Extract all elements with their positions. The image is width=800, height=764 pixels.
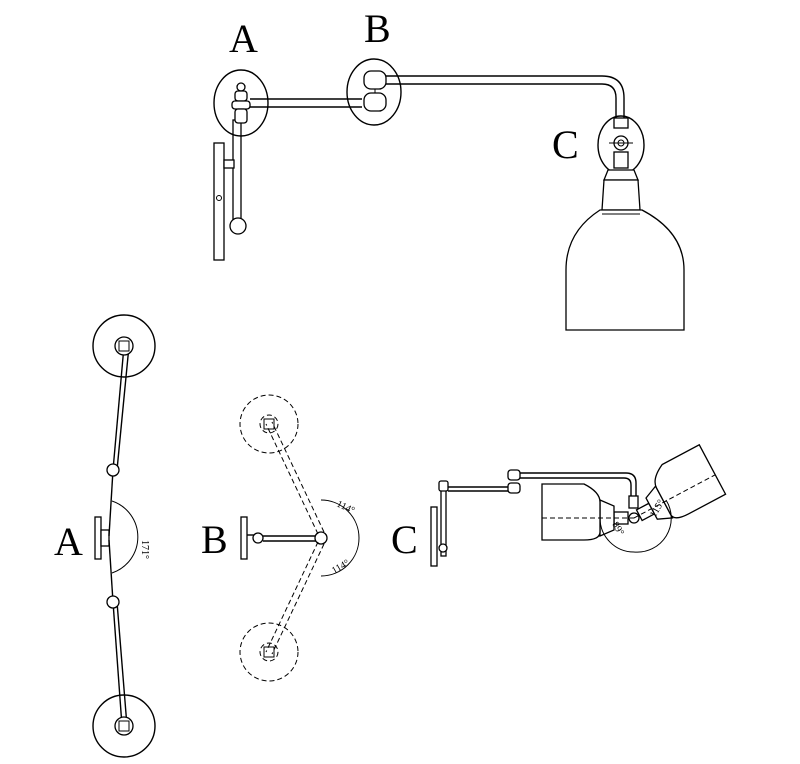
view-c-tilt: 89° 115° bbox=[430, 443, 727, 567]
finial-a bbox=[236, 82, 246, 92]
view-b-joint-a bbox=[252, 532, 264, 544]
upper-arm-inner bbox=[386, 83, 617, 118]
label-bottom-c: C bbox=[391, 517, 418, 562]
view-b-arm-upper-a bbox=[265, 423, 319, 535]
view-b-shade-lower-socket bbox=[259, 642, 279, 662]
view-b-shade-lower-core bbox=[263, 646, 275, 658]
view-c-upper-arm-inner bbox=[520, 477, 632, 496]
view-c-angle-arc-right bbox=[633, 499, 672, 553]
view-a-arm1-lower bbox=[108, 469, 114, 537]
upper-arm-outer bbox=[386, 75, 625, 118]
view-a-joint-upper bbox=[106, 463, 120, 477]
view-c-knuckle-b-top bbox=[507, 469, 521, 481]
label-top-a: A bbox=[229, 16, 258, 61]
view-a-shade-lower-socket bbox=[114, 716, 134, 736]
side-view bbox=[213, 58, 685, 331]
knuckle-a-top bbox=[234, 90, 248, 102]
view-b-joint-b bbox=[314, 531, 328, 545]
view-a-shade-upper-socket bbox=[114, 336, 134, 356]
joint-b-highlight bbox=[346, 58, 402, 126]
label-bottom-b: B bbox=[201, 517, 228, 562]
view-a-shade-lower-core bbox=[118, 720, 130, 732]
view-c-knuckle-b-bottom bbox=[507, 482, 521, 494]
view-b-rotation: 114° 114° bbox=[239, 394, 360, 682]
knuckle-b-bottom bbox=[363, 92, 387, 112]
view-a-angle-arc bbox=[111, 500, 139, 574]
view-b-shade-upper-socket bbox=[259, 414, 279, 434]
view-a-backplate bbox=[94, 516, 102, 560]
glass-shade bbox=[565, 209, 685, 331]
view-c-knuckle-c bbox=[628, 495, 639, 509]
view-b-angle-arc-upper bbox=[320, 499, 360, 539]
knuckle-a-bottom bbox=[234, 108, 248, 124]
view-a-arm2-lower2-b bbox=[116, 601, 128, 727]
view-c-shade-t-glass bbox=[654, 443, 727, 519]
view-c-knuckle-a bbox=[438, 480, 449, 492]
view-c-shade-tilted bbox=[633, 443, 727, 522]
view-a-rotation: 171° bbox=[92, 314, 156, 758]
post-bottom-knob bbox=[229, 217, 247, 235]
view-a-shade-upper bbox=[92, 314, 156, 378]
view-b-shade-upper bbox=[239, 394, 299, 454]
knuckle-c-top bbox=[613, 117, 629, 129]
view-b-backplate bbox=[240, 516, 248, 560]
knuckle-b-top bbox=[363, 70, 387, 90]
knuckle-a-mid bbox=[231, 100, 251, 110]
view-a-arm1-upper-b bbox=[116, 345, 130, 471]
shade-neck bbox=[601, 179, 641, 211]
view-b-arm-upper-b bbox=[271, 421, 325, 533]
view-c-shade-t-neck bbox=[645, 484, 674, 520]
view-c-post-knob bbox=[438, 543, 448, 553]
joint-a-highlight bbox=[213, 69, 269, 137]
view-b-shade-upper-core bbox=[263, 418, 275, 430]
view-c-shade-h bbox=[541, 483, 601, 541]
view-a-angle-label: 171° bbox=[139, 540, 150, 559]
view-c-backplate bbox=[430, 506, 438, 567]
view-a-arm2-lower2 bbox=[112, 601, 123, 727]
knuckle-c-bottom bbox=[613, 151, 629, 169]
view-a-shade-lower bbox=[92, 694, 156, 758]
view-c-shade-t-axis bbox=[633, 474, 716, 519]
view-b-angle-label-lower: 114° bbox=[330, 558, 352, 577]
view-a-shade-upper-core bbox=[118, 340, 130, 352]
label-bottom-a: A bbox=[54, 519, 83, 564]
label-top-b: B bbox=[364, 6, 391, 51]
view-a-arm2-lower bbox=[108, 539, 114, 603]
view-b-arm-lower-a bbox=[265, 541, 319, 653]
wall-backplate bbox=[213, 142, 225, 261]
view-b-arm-lower-b bbox=[271, 543, 325, 655]
view-c-upper-arm-outer bbox=[520, 472, 637, 496]
view-b-angle-label-upper: 114° bbox=[335, 499, 357, 517]
view-a-arm1-upper bbox=[112, 345, 125, 471]
label-top-c: C bbox=[552, 122, 579, 167]
view-b-angle-arc-lower bbox=[320, 537, 360, 577]
view-b-shade-lower bbox=[239, 622, 299, 682]
backplate-screw bbox=[216, 195, 222, 201]
view-a-mount bbox=[100, 529, 110, 547]
view-c-angle-arc-left bbox=[599, 517, 635, 553]
post-bracket bbox=[223, 159, 235, 169]
view-a-joint-lower bbox=[106, 595, 120, 609]
shade-collar bbox=[603, 169, 639, 181]
